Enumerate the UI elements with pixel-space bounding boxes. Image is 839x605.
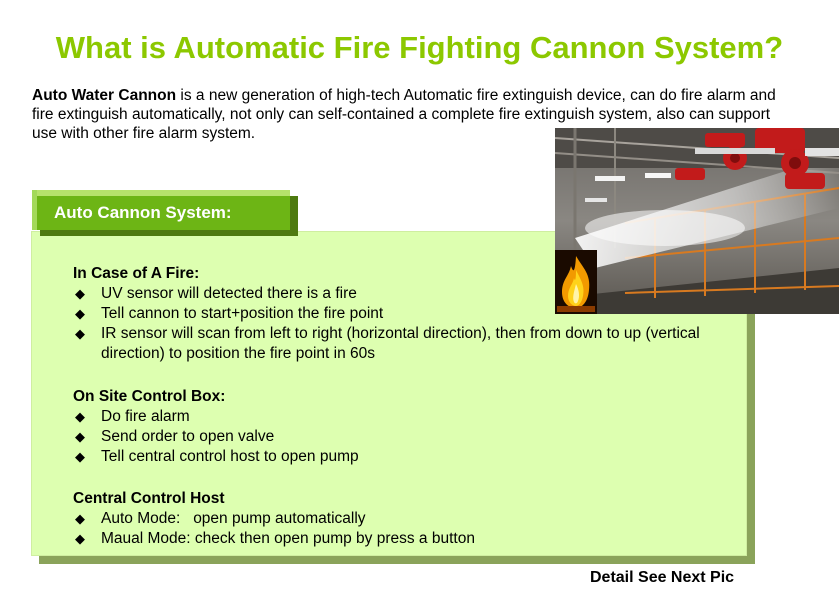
- list-item: ◆Tell central control host to open pump: [75, 448, 359, 465]
- section-heading: In Case of A Fire:: [73, 265, 200, 282]
- list-item: ◆Maual Mode: check then open pump by pre…: [75, 530, 475, 547]
- intro-text: is a new generation of high-tech Automat…: [32, 87, 776, 142]
- diamond-bullet-icon: ◆: [75, 409, 85, 424]
- tab-highlight: [32, 190, 290, 196]
- factory-cannon-photo: [555, 128, 839, 314]
- section-heading: Central Control Host: [73, 490, 225, 507]
- section-central-control-host: Central Control Host ◆Auto Mode: open pu…: [73, 489, 475, 549]
- diamond-bullet-icon: ◆: [75, 286, 85, 301]
- diamond-bullet-icon: ◆: [75, 326, 85, 341]
- list-item: ◆Send order to open valve: [75, 428, 275, 445]
- tab-left-edge: [32, 190, 37, 230]
- intro-lead: Auto Water Cannon: [32, 87, 177, 104]
- diamond-bullet-icon: ◆: [75, 531, 85, 546]
- diamond-bullet-icon: ◆: [75, 449, 85, 464]
- list-item: ◆UV sensor will detected there is a fire: [75, 285, 357, 302]
- detail-note: Detail See Next Pic: [590, 569, 735, 586]
- list-item: ◆Do fire alarm: [75, 408, 190, 425]
- section-heading: On Site Control Box:: [73, 388, 226, 405]
- section-in-case-of-fire: In Case of A Fire: ◆UV sensor will detec…: [73, 264, 741, 364]
- list-item: ◆Tell cannon to start+position the fire …: [75, 305, 384, 322]
- intro-paragraph: Auto Water Cannon is a new generation of…: [32, 86, 782, 143]
- page-title: What is Automatic Fire Fighting Cannon S…: [55, 30, 784, 65]
- section-on-site-control-box: On Site Control Box: ◆Do fire alarm ◆Sen…: [73, 387, 359, 467]
- list-item: ◆Auto Mode: open pump automatically: [75, 510, 366, 527]
- fire-flame-image: [555, 250, 597, 314]
- diamond-bullet-icon: ◆: [75, 511, 85, 526]
- diamond-bullet-icon: ◆: [75, 306, 85, 321]
- panel-tab-label: Auto Cannon System:: [32, 190, 290, 230]
- diamond-bullet-icon: ◆: [75, 429, 85, 444]
- list-item: ◆IR sensor will scan from left to right …: [75, 325, 700, 362]
